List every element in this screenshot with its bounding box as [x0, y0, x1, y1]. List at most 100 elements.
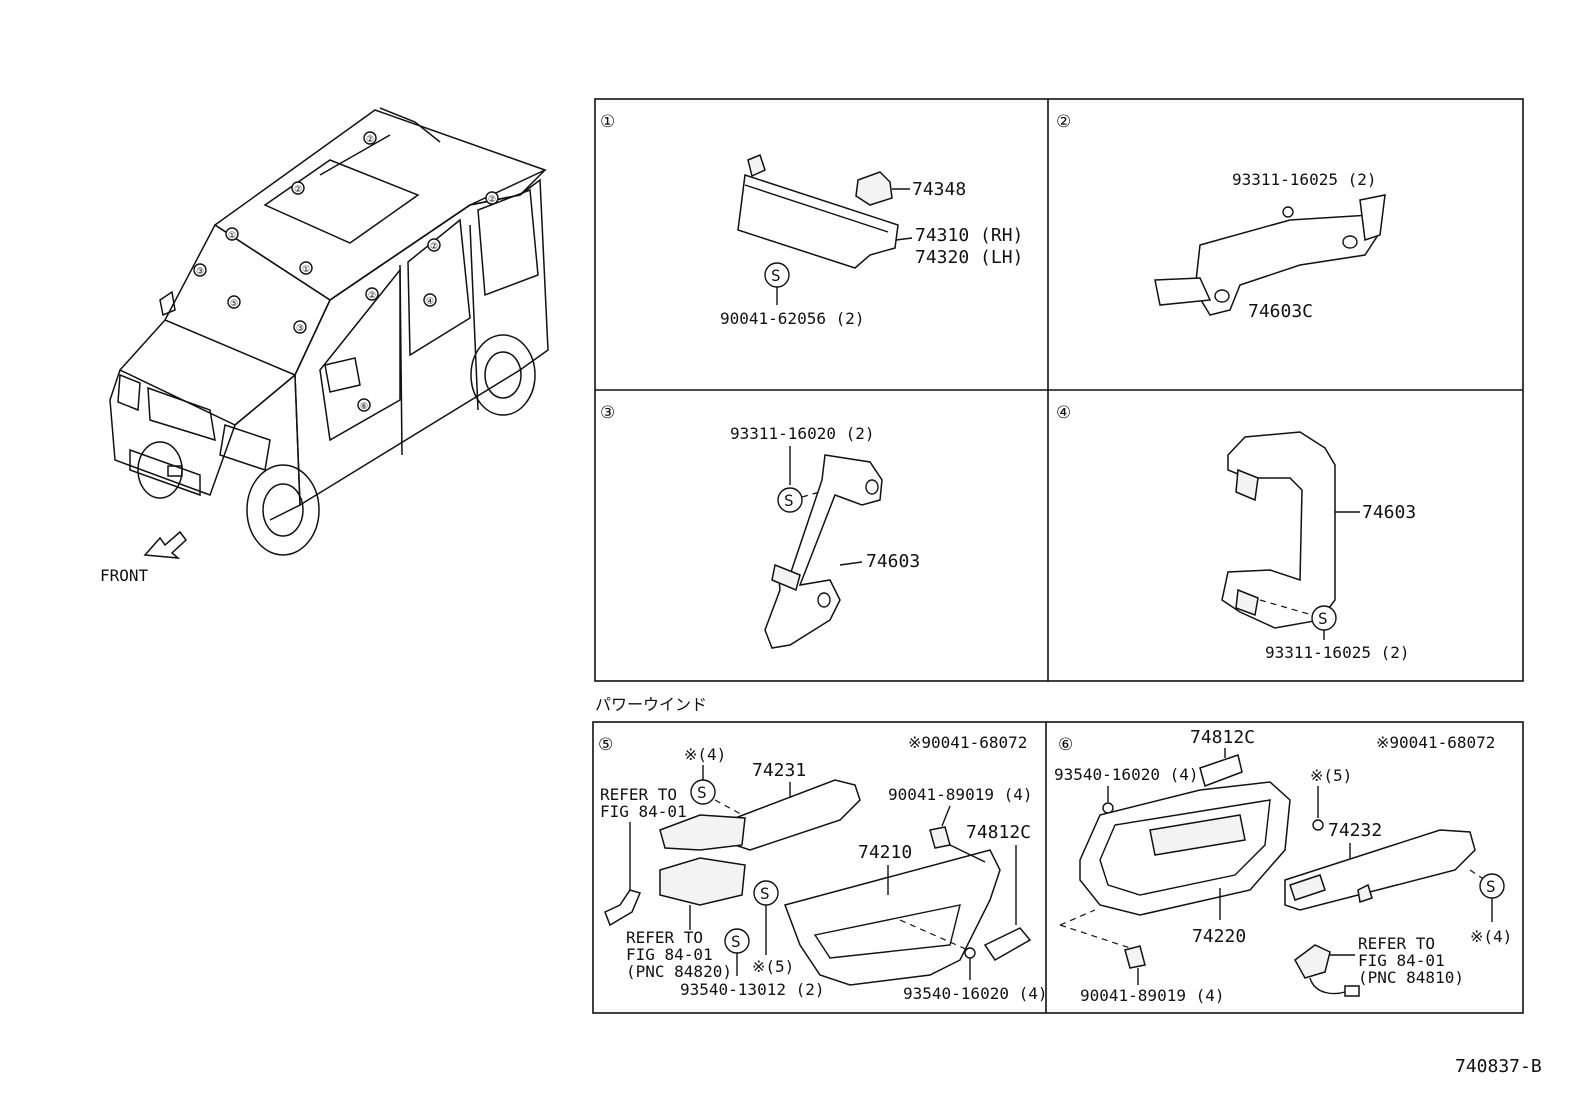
power-window-label: パワーウインド: [595, 695, 707, 714]
visor-clip: [855, 171, 893, 206]
label-93311-16020: 93311-16020 (2): [730, 424, 875, 443]
label-90041-89019-b: 90041-89019 (4): [1080, 986, 1225, 1005]
marker-2: ②: [291, 181, 305, 195]
svg-text:REFER TO: REFER TO: [1358, 934, 1435, 953]
svg-text:FIG 84-01: FIG 84-01: [1358, 951, 1445, 970]
door-trim-74210: [784, 849, 1001, 986]
svg-text:③: ③: [296, 324, 304, 334]
svg-text:REFER TO: REFER TO: [600, 785, 677, 804]
power-window-switch-lower: [659, 857, 746, 906]
svg-text:S: S: [771, 266, 781, 285]
note-90041-68072-a: ※90041-68072: [908, 733, 1027, 752]
assist-grip-74603-a: [764, 454, 883, 649]
bracket: [604, 889, 642, 927]
diagram-code: 740837-B: [1455, 1056, 1542, 1077]
svg-text:⑤: ⑤: [230, 299, 238, 309]
star-qty-4-b: ※(4): [1470, 927, 1512, 946]
label-74348: 74348: [912, 179, 966, 200]
panel-5: ⑤ ※90041-68072 ※(4) S 74231 REFER TO FIG…: [598, 733, 1048, 1003]
marker-1: ②: [363, 131, 377, 145]
svg-text:(PNC 84820): (PNC 84820): [626, 962, 732, 981]
marker-7: ②: [365, 287, 379, 301]
panel-4-number: ④: [1056, 403, 1071, 423]
front-arrow: [143, 530, 188, 559]
svg-text:REFER TO: REFER TO: [626, 928, 703, 947]
label-74232: 74232: [1328, 820, 1382, 841]
svg-text:②: ②: [488, 195, 496, 205]
marker-4: ②: [427, 238, 441, 252]
assist-grip-74603C: [1194, 214, 1379, 316]
panel-1: ① 74348 74310 (RH) 74320 (LH) S 90041-62…: [600, 112, 1023, 328]
panel-3-number: ③: [600, 403, 615, 423]
svg-text:S: S: [1318, 609, 1328, 628]
armrest-74232: [1284, 829, 1476, 911]
label-90041-89019-a: 90041-89019 (4): [888, 785, 1033, 804]
armrest-74231: [729, 779, 861, 851]
svg-text:⑥: ⑥: [360, 402, 368, 412]
svg-text:①: ①: [228, 231, 236, 241]
panel-6-number: ⑥: [1058, 735, 1073, 755]
note-90041-68072-b: ※90041-68072: [1376, 733, 1495, 752]
label-74603-b: 74603: [1362, 502, 1416, 523]
svg-text:FIG 84-01: FIG 84-01: [626, 945, 713, 964]
svg-text:③: ③: [196, 267, 204, 277]
svg-text:S: S: [731, 932, 741, 951]
vehicle-location-markers: ② ② ② ② ① ① ② ③ ③ ④ ⑤ ⑥: [193, 131, 499, 412]
svg-text:②: ②: [366, 135, 374, 145]
label-74320: 74320 (LH): [915, 247, 1023, 268]
label-93540-13012: 93540-13012 (2): [680, 980, 825, 999]
label-74603C: 74603C: [1248, 301, 1313, 322]
svg-text:S: S: [697, 783, 707, 802]
label-93540-16020-b: 93540-16020 (4): [1054, 765, 1199, 784]
svg-text:S: S: [760, 884, 770, 903]
svg-text:S: S: [784, 491, 794, 510]
panel-6: ⑥ ※90041-68072 74812C 93540-16020 (4) 74…: [1054, 727, 1512, 1005]
panel-4: ④ 74603 S 93311-16025 (2): [1056, 403, 1416, 662]
power-window-switch-upper: [659, 814, 746, 851]
marker-5: ①: [225, 227, 239, 241]
svg-text:②: ②: [368, 291, 376, 301]
label-74812C-b: 74812C: [1190, 727, 1255, 748]
nut-90041-89019: [929, 826, 951, 849]
power-window-switch-lh: [1294, 944, 1331, 979]
sun-visor: [737, 174, 899, 269]
marker-12: ⑥: [357, 398, 371, 412]
label-93311-16025-b: 93311-16025 (2): [1265, 643, 1410, 662]
marker-8: ③: [193, 263, 207, 277]
vehicle-illustration: [109, 107, 549, 556]
label-74812C-a: 74812C: [966, 822, 1031, 843]
label-93540-16020-a: 93540-16020 (4): [903, 984, 1048, 1003]
star-qty-5-b: ※(5): [1310, 766, 1352, 785]
panel-5-number: ⑤: [598, 735, 613, 755]
star-qty-4-a: ※(4): [684, 745, 726, 764]
svg-text:②: ②: [294, 185, 302, 195]
label-90041-62056: 90041-62056 (2): [720, 309, 865, 328]
marker-10: ④: [423, 293, 437, 307]
panel-1-number: ①: [600, 112, 615, 132]
svg-text:②: ②: [430, 242, 438, 252]
panel-3: ③ 93311-16020 (2) S 74603: [600, 403, 920, 649]
lower-panels-frame: [592, 721, 1524, 1014]
marker-3: ②: [485, 191, 499, 205]
label-74310: 74310 (RH): [915, 225, 1023, 246]
assist-grip-74603-b: [1221, 431, 1336, 629]
svg-text:S: S: [1486, 877, 1496, 896]
svg-text:(PNC 84810): (PNC 84810): [1358, 968, 1464, 987]
marker-11: ⑤: [227, 295, 241, 309]
panel-2-number: ②: [1056, 112, 1071, 132]
label-93311-16025: 93311-16025 (2): [1232, 170, 1377, 189]
label-74231: 74231: [752, 760, 806, 781]
marker-6: ①: [299, 261, 313, 275]
label-74220: 74220: [1192, 926, 1246, 947]
nut-90041-89019-b: [1124, 945, 1146, 969]
svg-text:①: ①: [302, 265, 310, 275]
label-74603-a: 74603: [866, 551, 920, 572]
marker-9: ③: [293, 320, 307, 334]
svg-text:④: ④: [426, 297, 434, 307]
star-qty-5-a: ※(5): [752, 957, 794, 976]
label-74210: 74210: [858, 842, 912, 863]
front-label: FRONT: [100, 566, 149, 585]
svg-text:FIG 84-01: FIG 84-01: [600, 802, 687, 821]
panel-2: ② 93311-16025 (2) 74603C: [1056, 112, 1386, 322]
